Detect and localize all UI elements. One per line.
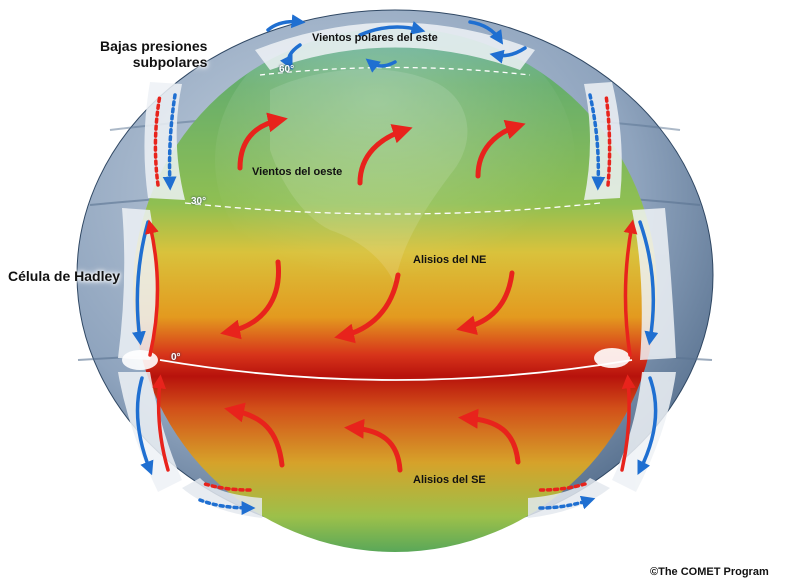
latitude-0-label: 0° xyxy=(171,352,181,363)
circulation-cells xyxy=(118,22,676,518)
latitude-30-label: 30° xyxy=(191,196,207,207)
subpolar-lows-label: Bajas presiones subpolares xyxy=(100,38,207,70)
earth-globe xyxy=(133,28,657,552)
subpolar-lows-line2: subpolares xyxy=(132,54,208,70)
credit-label: ©The COMET Program xyxy=(650,566,769,578)
latitude-60-label: 60° xyxy=(279,64,295,75)
surface-wind-arrows xyxy=(220,112,526,473)
se-trades-label: Alisios del SE xyxy=(413,474,486,486)
cell-circulation-arrows xyxy=(131,14,659,515)
hadley-cell-label: Célula de Hadley xyxy=(8,268,121,284)
subpolar-lows-line1: Bajas presiones xyxy=(100,38,208,54)
latitude-lines xyxy=(159,66,633,381)
ne-trades-label: Alisios del NE xyxy=(413,254,487,266)
polar-easterlies-label: Vientos polares del este xyxy=(312,32,438,44)
westerlies-label: Vientos del oeste xyxy=(252,166,343,178)
